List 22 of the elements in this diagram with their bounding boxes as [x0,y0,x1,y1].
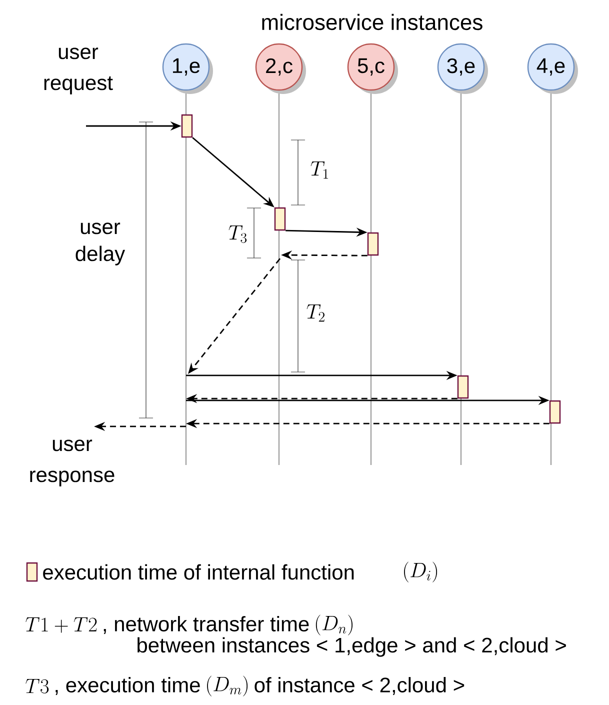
legend-text: between instances < 1,edge > and < 2,cloud > [138,637,566,657]
formula: $T1+T2$ [26,617,97,633]
side-text: user response [30,440,114,486]
legend-text: , network transfer time [104,616,309,634]
heading: microservice instances [262,14,482,30]
formula: $(D_i)$ [404,562,438,582]
activation-bar [181,114,193,138]
activation-bar [367,232,379,256]
legend-text: execution time of internal function [43,564,354,580]
activation-bar [457,375,469,399]
dimension-label: $T_1$ [310,162,328,179]
dimension-label: $T_3$ [228,226,247,243]
formula: $(D_m)$ [207,676,248,696]
activation-bar [274,207,286,231]
legend-text: of instance < 2,cloud > [254,677,464,695]
side-text: user request [44,48,113,94]
activation-bar [549,400,561,424]
side-text: user delay [76,222,126,266]
legend-text: , execution time [56,677,200,695]
dimension-label: $T_2$ [306,304,324,322]
formula: $(D_n)$ [316,614,352,636]
formula: $T3$ [26,679,49,694]
